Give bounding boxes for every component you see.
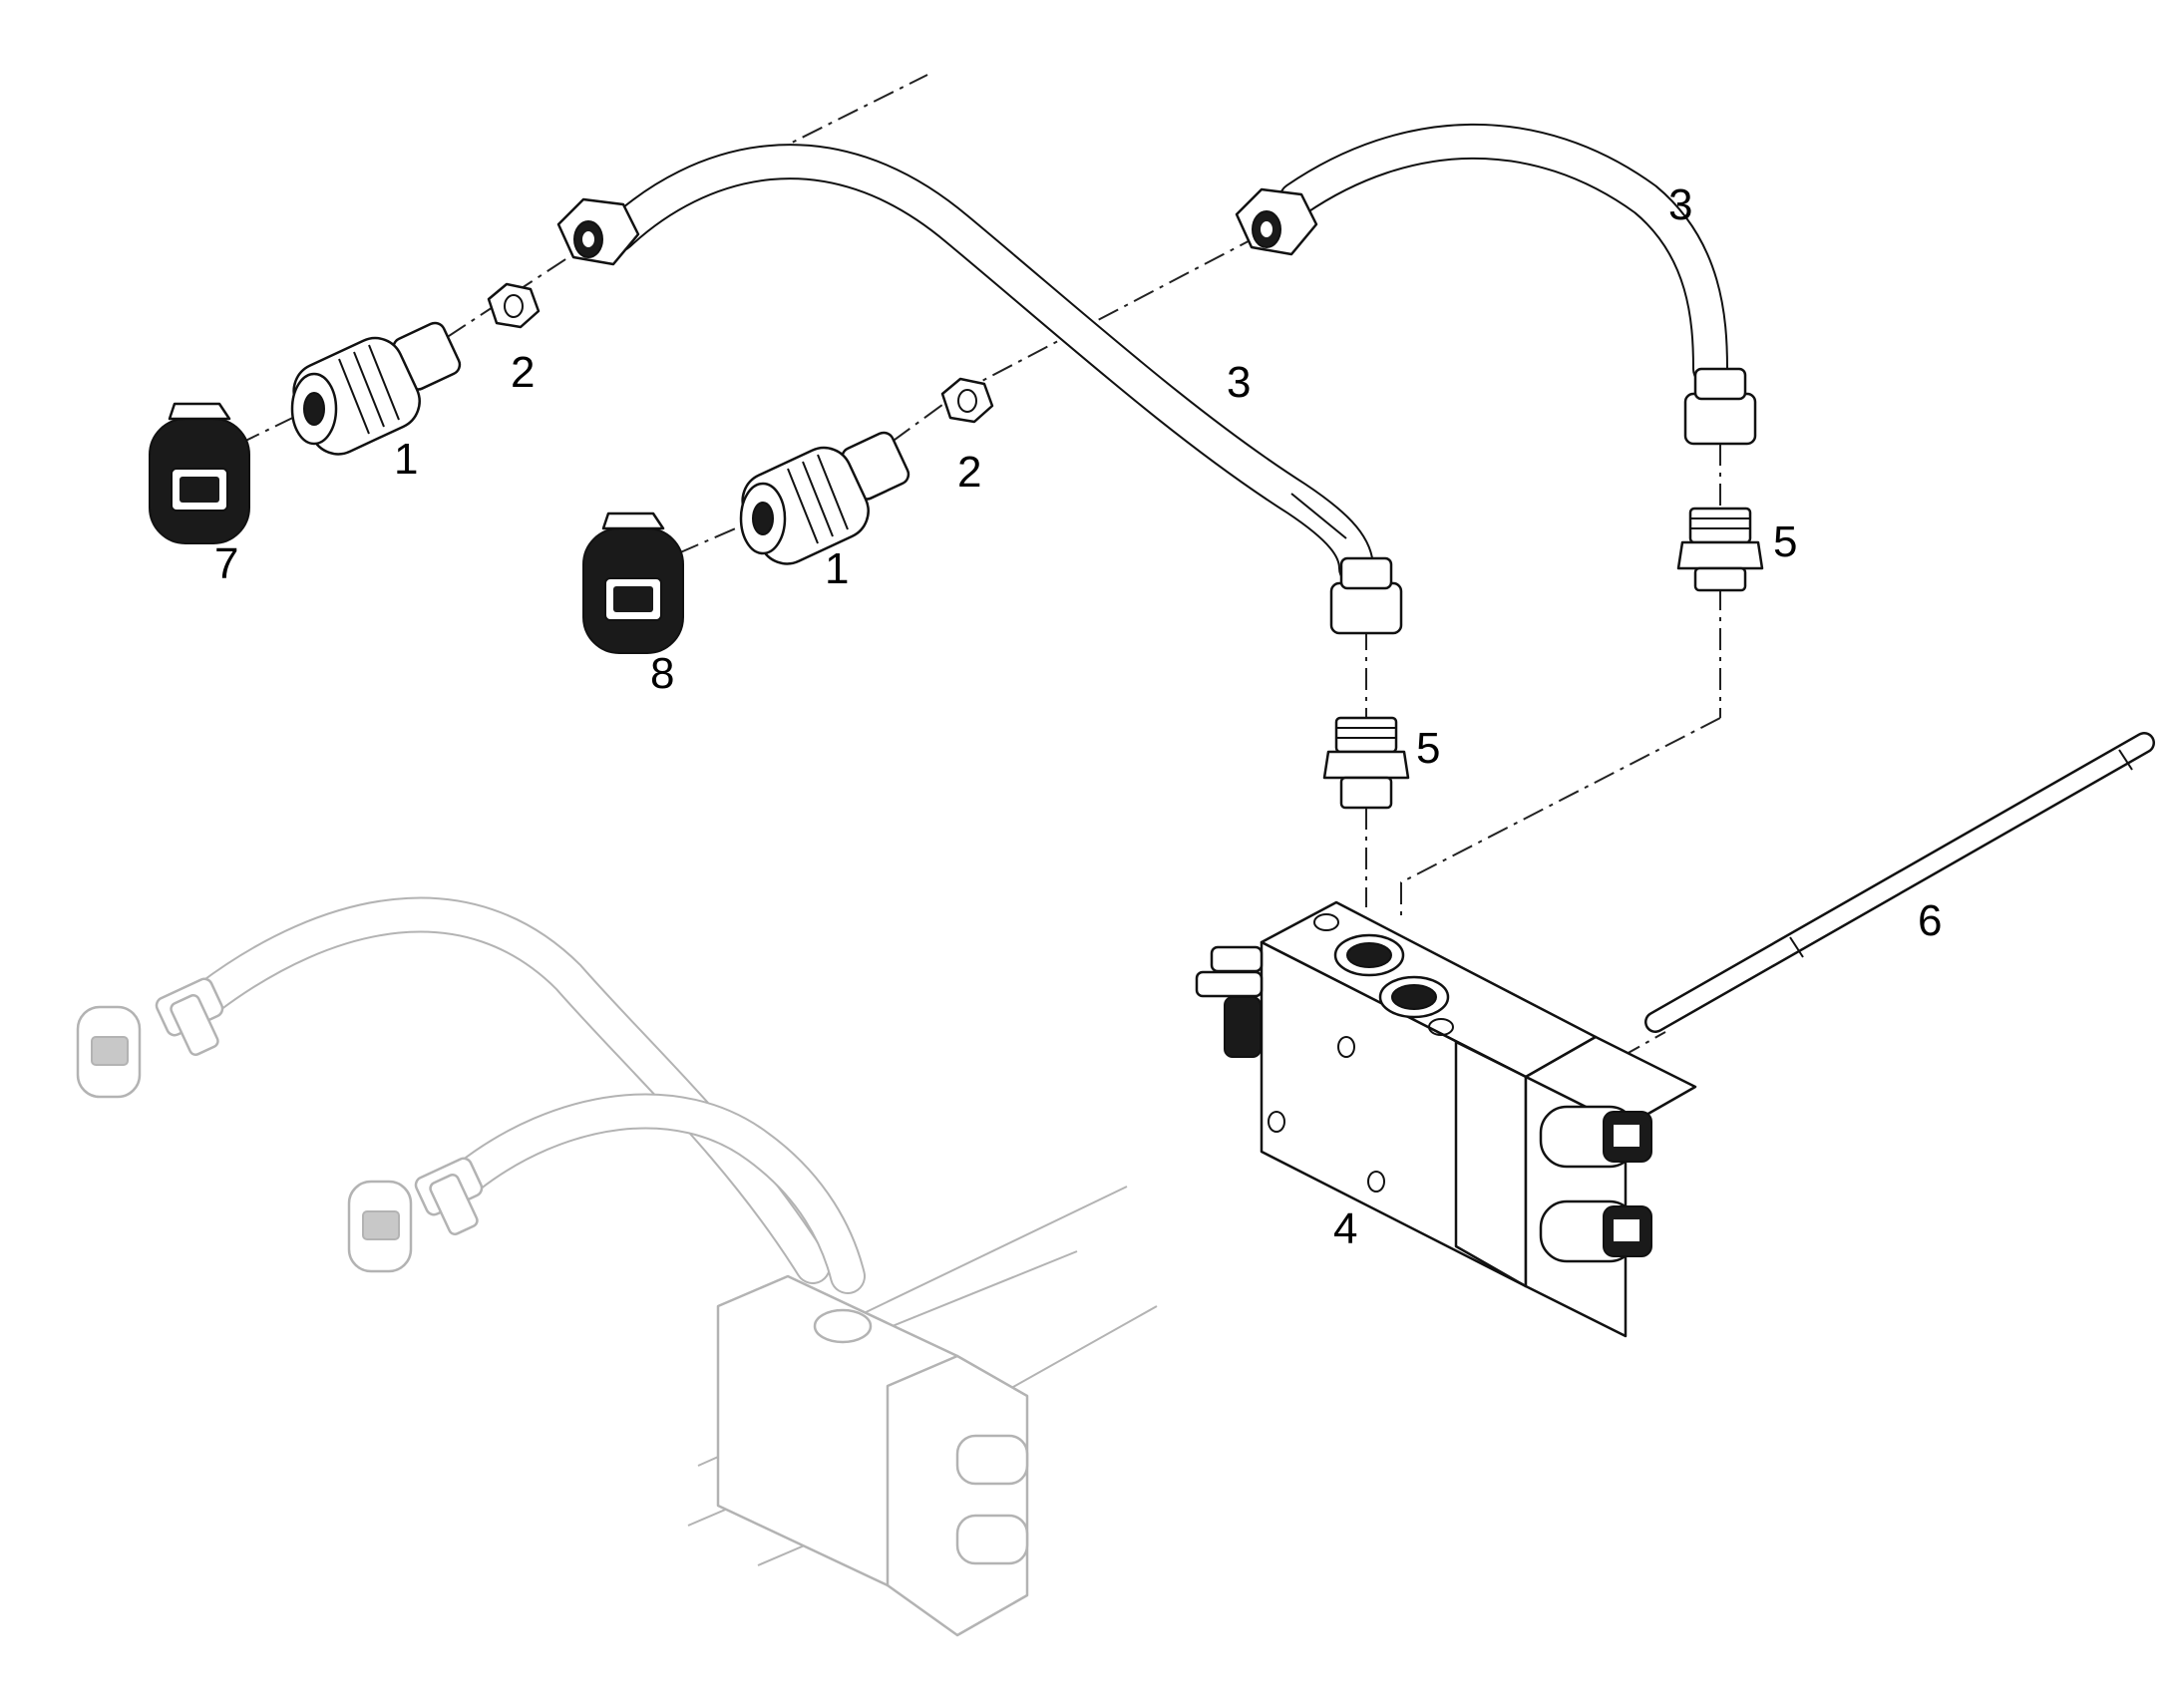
- callout-3-right: 3: [1668, 180, 1692, 229]
- callouts: 1 1 2 2 3 3 4 5 5 6 7 8: [214, 180, 1942, 1253]
- lock-nut-2-lower: [940, 377, 994, 424]
- ghost-coupler-front: [414, 1157, 484, 1235]
- callout-4: 4: [1333, 1204, 1357, 1253]
- callout-8: 8: [650, 649, 674, 698]
- hose-end-nut-right-top: [1235, 187, 1318, 256]
- callout-5-right: 5: [1773, 517, 1797, 566]
- dust-cap-8: [582, 512, 684, 654]
- callout-7: 7: [214, 539, 238, 588]
- hose-3-left: [600, 144, 1374, 586]
- side-fittings: [1195, 945, 1264, 1058]
- hose-3-right: [1278, 123, 1728, 387]
- adapter-5-left: [1322, 716, 1410, 810]
- callout-6: 6: [1918, 896, 1942, 945]
- quick-coupler-1-lower: [739, 431, 910, 565]
- solenoid-lower: [1539, 1199, 1652, 1263]
- callout-2-upper: 2: [511, 348, 535, 397]
- solenoid-upper: [1539, 1105, 1652, 1169]
- ghost-hose-rear: [191, 896, 831, 1284]
- dust-cap-7: [149, 402, 250, 544]
- assembled-view-ghost: [76, 896, 1158, 1637]
- ghost-dust-cap-front: [347, 1180, 413, 1273]
- hose-end-elbow-right: [1683, 367, 1757, 446]
- ghost-shaft-2: [867, 1250, 1078, 1337]
- callout-3-left: 3: [1227, 358, 1251, 407]
- callout-1-upper: 1: [394, 435, 418, 484]
- ghost-hose-front: [451, 1093, 866, 1294]
- hose-end-nut-left-top: [556, 197, 640, 266]
- hose-end-elbow-left: [1329, 556, 1403, 635]
- ghost-shaft-1: [857, 1186, 1128, 1317]
- ghost-valve-block: [716, 1274, 1029, 1637]
- hose-sleeve-line: [1290, 493, 1347, 539]
- ghost-coupler-rear: [155, 977, 224, 1056]
- ghost-dust-cap-rear: [76, 1005, 142, 1099]
- adapter-5-right: [1676, 507, 1764, 592]
- lock-nut-2-upper: [487, 282, 541, 329]
- callout-5-left: 5: [1416, 724, 1440, 773]
- callout-1-lower: 1: [825, 544, 849, 593]
- valve-block-4: [1195, 900, 1697, 1338]
- callout-2-lower: 2: [957, 448, 981, 497]
- ghost-shaft-3: [996, 1305, 1158, 1397]
- quick-coupler-1-upper: [290, 321, 462, 456]
- rod-6: [1644, 732, 2155, 1033]
